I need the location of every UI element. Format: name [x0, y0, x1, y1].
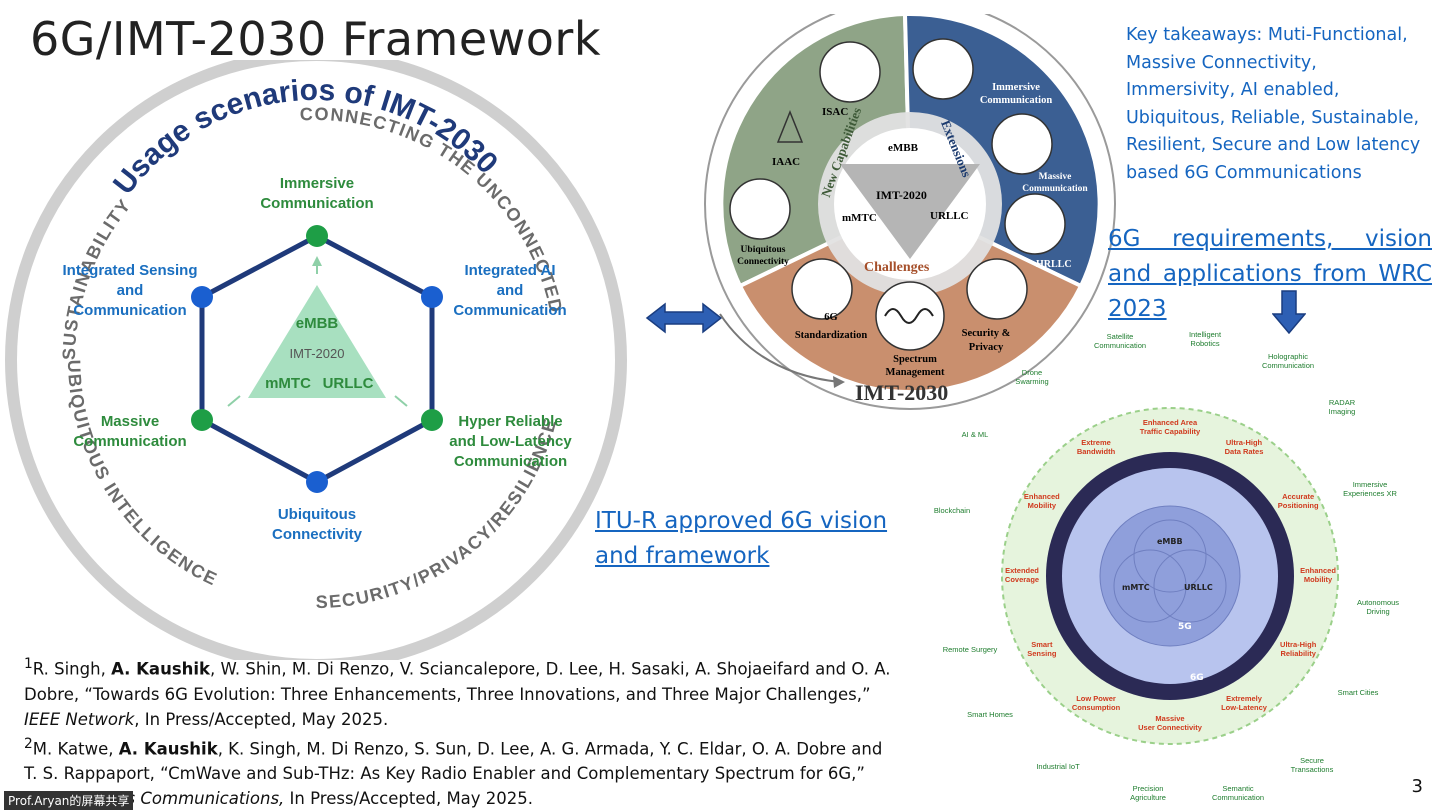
reference-1: 1R. Singh, A. Kaushik, W. Shin, M. Di Re…	[24, 652, 899, 732]
wheel-imt2020: IMT-2020	[876, 188, 927, 203]
g6-application-label: AI & ML	[935, 430, 1015, 439]
wheel-challenges-label: Challenges	[864, 260, 929, 276]
itu-link[interactable]: ITU-R approved 6G vision and framework	[595, 504, 895, 574]
g6-application-label: Precision Agriculture	[1108, 784, 1188, 802]
wheel-isac: ISAC	[822, 106, 848, 118]
g6-6g: 6G	[1190, 673, 1204, 683]
page-number: 3	[1412, 776, 1423, 797]
triangle-embb: eMBB	[287, 314, 347, 334]
wheel-mmtc: mMTC	[842, 212, 877, 224]
g6-application-label: Smart Homes	[950, 710, 1030, 719]
g6-capability-label: Extended Coverage	[984, 566, 1060, 584]
g6-application-label: Secure Transactions	[1272, 756, 1352, 774]
triangle-imt2020: IMT-2020	[277, 344, 357, 364]
g6-5g: 5G	[1178, 622, 1192, 632]
g6-application-label: Holographic Communication	[1248, 352, 1328, 370]
g6-application-label: Immersive Experiences XR	[1330, 480, 1410, 498]
scenario-immersive: Immersive Communication	[247, 174, 387, 214]
g6-application-label: Industrial IoT	[1018, 762, 1098, 771]
scenario-hrllc: Hyper Reliable and Low-Latency Communica…	[438, 412, 583, 472]
scenario-iaac: Integrated AI and Communication	[440, 261, 580, 321]
key-takeaways: Key takeaways: Muti-Functional, Massive …	[1126, 22, 1426, 187]
wheel-security: Security & Privacy	[946, 327, 1026, 355]
g6-embb: eMBB	[1157, 537, 1183, 546]
g6-capability-label: Enhanced Area Traffic Capability	[1132, 418, 1208, 436]
g6-application-label: RADAR Imaging	[1302, 398, 1382, 416]
down-arrow-icon	[1272, 290, 1306, 334]
massive-icon	[992, 114, 1052, 174]
g6-capability-label: Low Power Consumption	[1058, 694, 1134, 712]
g6-urllc: URLLC	[1184, 583, 1213, 592]
node-immersive	[306, 225, 328, 247]
g6-application-label: Satellite Communication	[1080, 332, 1160, 350]
scenario-ubiquitous: Ubiquitous Connectivity	[247, 505, 387, 545]
g6-mmtc: mMTC	[1122, 583, 1150, 592]
screen-share-badge: Prof.Aryan的屏幕共享	[4, 791, 133, 810]
scenario-isac: Integrated Sensing and Communication	[55, 261, 205, 321]
wheel-spectrum: Spectrum Management	[868, 353, 962, 379]
wheel-standardization: 6G Standardization	[776, 309, 886, 345]
g6-capability-label: Ultra-High Reliability	[1260, 640, 1336, 658]
g6-capability-label: Accurate Positioning	[1260, 492, 1336, 510]
g6-application-label: Intelligent Robotics	[1165, 330, 1245, 348]
wheel-hrllc: HRLLC	[1036, 259, 1072, 270]
g6-capability-label: Extreme Bandwidth	[1058, 438, 1134, 456]
g6-capability-label: Enhanced Mobility	[1004, 492, 1080, 510]
requirements-link[interactable]: 6G requirements, vision and applications…	[1108, 222, 1432, 327]
g6-application-label: Smart Cities	[1318, 688, 1398, 697]
g6-application-label: Remote Surgery	[930, 645, 1010, 654]
g6-application-label: Autonomous Driving	[1338, 598, 1418, 616]
wheel-ubiquitous: Ubiquitous Connectivity	[728, 244, 798, 268]
wheel-embb: eMBB	[888, 142, 918, 154]
slide-title: 6G/IMT-2030 Framework	[30, 12, 601, 66]
triangle-urllc: URLLC	[318, 374, 378, 394]
ubiquitous-icon	[730, 179, 790, 239]
wheel-iaac: IAAC	[772, 156, 800, 168]
g6-application-label: Blockchain	[912, 506, 992, 515]
g6-application-label: Semantic Communication	[1198, 784, 1278, 802]
g6-application-label: Drone Swarming	[992, 368, 1072, 386]
scenario-massive: Massive Communication	[60, 412, 200, 452]
security-icon	[967, 259, 1027, 319]
g6-capability-label: Extremely Low-Latency	[1206, 694, 1282, 712]
triangle-mmtc: mMTC	[258, 374, 318, 394]
g6-capability-label: Smart Sensing	[1004, 640, 1080, 658]
g6-capability-label: Enhanced Mobility	[1280, 566, 1356, 584]
node-ubiquitous	[306, 471, 328, 493]
hrllc-icon	[1005, 194, 1065, 254]
wheel-massive: Massive Communication	[1010, 171, 1100, 195]
wheel-immersive: Immersive Communication	[966, 81, 1066, 107]
isac-icon	[820, 42, 880, 102]
wheel-caption: IMT-2030	[855, 380, 948, 406]
reference-2: 2M. Katwe, A. Kaushik, K. Singh, M. Di R…	[24, 732, 899, 811]
g6-capability-label: Ultra-High Data Rates	[1206, 438, 1282, 456]
references: 1R. Singh, A. Kaushik, W. Shin, M. Di Re…	[24, 652, 899, 811]
wheel-urllc: URLLC	[930, 210, 969, 222]
g6-capability-label: Massive User Connectivity	[1132, 714, 1208, 732]
immersive-icon	[913, 39, 973, 99]
spectrum-icon	[876, 282, 944, 350]
